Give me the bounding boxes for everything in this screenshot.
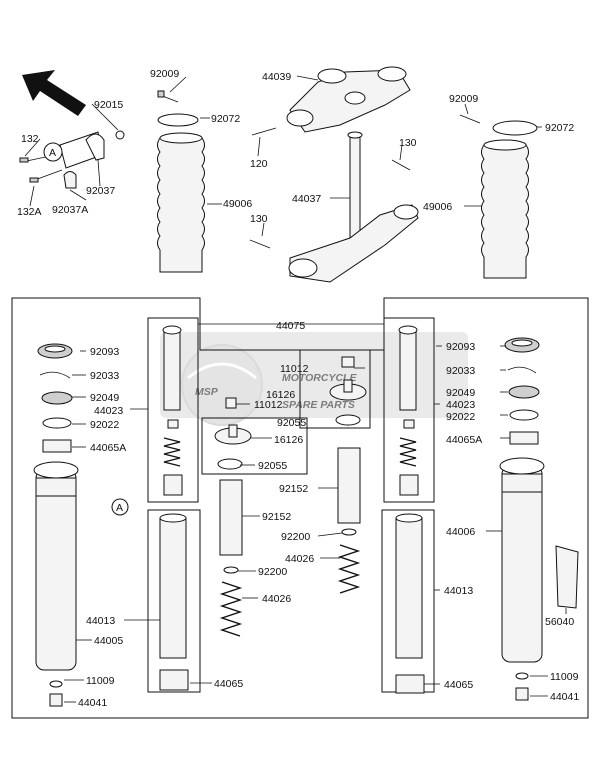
label-11012-center: 11012 [280, 363, 309, 375]
label-92055-left: 92055 [258, 460, 287, 472]
callout-a-letter-2: A [116, 502, 123, 514]
label-92049-right: 92049 [446, 387, 475, 399]
label-132: 132 [21, 133, 39, 145]
label-44005: 44005 [94, 635, 123, 647]
label-92033-left: 92033 [90, 370, 119, 382]
watermark-logo: MSP [195, 386, 219, 398]
spacer-92152-left [219, 479, 243, 556]
label-56040: 56040 [545, 616, 574, 628]
fork-boot-left [157, 132, 205, 273]
label-16126-center: 16126 [266, 389, 295, 401]
label-44037: 44037 [292, 193, 321, 205]
label-11012-left: 11012 [254, 399, 283, 411]
label-92152-left: 92152 [262, 511, 291, 523]
valve-parts-center [214, 356, 367, 470]
label-130-left: 130 [250, 213, 268, 225]
outer-tube-right [499, 457, 545, 663]
spacer-92152-right [337, 447, 361, 524]
clamp-92072-right [492, 120, 538, 136]
guard-56040 [555, 545, 579, 609]
label-92033-right: 92033 [446, 365, 475, 377]
center-valve-box-left [201, 417, 308, 475]
label-16126-left: 16126 [274, 434, 303, 446]
front-arrow-icon [22, 70, 86, 116]
center-valve-box-right [299, 349, 371, 429]
label-44013-right: 44013 [444, 585, 473, 597]
bolt-130-left-icon [249, 239, 271, 249]
label-92015: 92015 [94, 99, 123, 111]
label-44039: 44039 [262, 71, 291, 83]
seal-stack-left [37, 343, 73, 453]
label-49006-right: 49006 [423, 201, 452, 213]
label-120: 120 [250, 158, 268, 170]
label-92009-left: 92009 [150, 68, 179, 80]
label-92093-right: 92093 [446, 341, 475, 353]
brake-hose-bracket: A [21, 130, 125, 189]
outer-tube-left [33, 461, 79, 671]
bolt-120-icon [251, 127, 277, 136]
label-92200-left: 92200 [258, 566, 287, 578]
label-44065a-left: 44065A [90, 442, 126, 454]
label-92009-right: 92009 [449, 93, 478, 105]
label-92022-right: 92022 [446, 411, 475, 423]
label-44065-right: 44065 [444, 679, 473, 691]
label-44013-left: 44013 [86, 615, 115, 627]
label-132a: 132A [17, 206, 42, 218]
nut-icon [115, 130, 125, 140]
label-44026-center: 44026 [285, 553, 314, 565]
damper-rod-left [162, 325, 183, 496]
label-92072-left: 92072 [211, 113, 240, 125]
label-92037a: 92037A [52, 204, 88, 216]
label-92049-left: 92049 [90, 392, 119, 404]
spring-44026-left [219, 581, 243, 637]
label-44041-right: 44041 [550, 691, 579, 703]
label-11009-left: 11009 [86, 675, 115, 687]
watermark: MSP MOTORCYCLE SPARE PARTS [160, 332, 468, 426]
label-44023-right: 44023 [446, 399, 475, 411]
spring-44026-right [337, 544, 361, 594]
steering-stem-44037 [288, 131, 419, 283]
seal-stack-right [504, 337, 540, 445]
left-cartridge-box [147, 317, 199, 503]
label-92200-center: 92200 [281, 531, 310, 543]
label-92152-center: 92152 [279, 483, 308, 495]
right-cartridge-box [383, 317, 435, 503]
label-44041-left: 44041 [78, 697, 107, 709]
label-44075: 44075 [276, 320, 305, 332]
label-92055-center: 92055 [277, 417, 306, 429]
inner-tube-left [159, 513, 189, 691]
damper-rod-right [398, 325, 419, 496]
label-44065a-right: 44065A [446, 434, 482, 446]
label-92072-right: 92072 [545, 122, 574, 134]
clamp-92072-left [157, 113, 199, 127]
label-44006: 44006 [446, 526, 475, 538]
upper-bracket-44039 [286, 66, 411, 133]
label-92037: 92037 [86, 185, 115, 197]
label-44026-left: 44026 [262, 593, 291, 605]
bolt-92009-right-icon [459, 114, 481, 124]
bolt-130-right-icon [391, 159, 411, 171]
bolt-92009-left-icon [157, 90, 179, 103]
label-92022-left: 92022 [90, 419, 119, 431]
label-92093-left: 92093 [90, 346, 119, 358]
label-44065-left: 44065 [214, 678, 243, 690]
left-inner-tube-box [147, 509, 201, 693]
assembly-outline [11, 297, 589, 719]
part-number-labels: 92009 44039 92015 92072 132 120 130 9203… [17, 68, 579, 709]
watermark-brand-line1: MOTORCYCLE [282, 372, 357, 384]
label-130-right: 130 [399, 137, 417, 149]
fork-boot-right [481, 139, 529, 279]
label-44023-left: 44023 [94, 405, 123, 417]
callout-a-letter: A [49, 147, 56, 159]
inner-tube-right [395, 513, 425, 694]
label-11009-right: 11009 [550, 671, 579, 683]
label-49006-left: 49006 [223, 198, 252, 210]
